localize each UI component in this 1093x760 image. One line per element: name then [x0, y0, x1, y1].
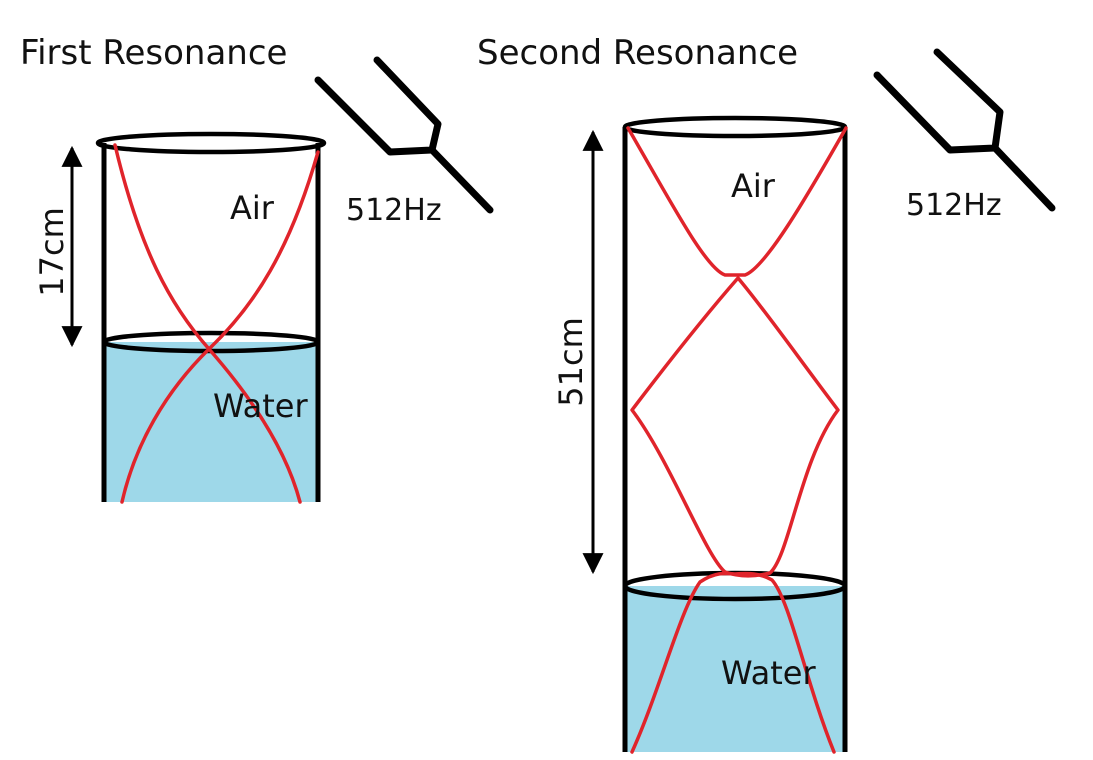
left-tube-rim — [95, 131, 327, 155]
left-wave-curve-2 — [120, 150, 320, 504]
left-air-label: Air — [230, 189, 275, 227]
left-tuning-fork-handle — [428, 146, 494, 214]
right-tuning-fork-handle — [991, 144, 1056, 212]
second-resonance-title: Second Resonance — [477, 33, 798, 73]
left-length-label: 17cm — [33, 207, 71, 296]
right-standing-wave — [626, 126, 848, 754]
right-wave-top-lobe — [626, 126, 848, 277]
left-tuning-fork-icon — [314, 56, 442, 156]
right-tuning-fork-icon — [873, 48, 1004, 154]
right-tube-rim — [622, 115, 848, 139]
right-wave-bottom-lobe — [630, 571, 836, 754]
second-resonance-panel: Second Resonance Air Water 51cm 512Hz — [477, 33, 1056, 754]
left-water-fill — [104, 342, 318, 502]
first-resonance-title: First Resonance — [20, 33, 287, 73]
left-frequency-label: 512Hz — [346, 193, 442, 228]
right-tube — [622, 115, 848, 752]
right-water-label: Water — [721, 654, 816, 692]
right-frequency-label: 512Hz — [906, 188, 1002, 223]
first-resonance-panel: First Resonance Air Water 17cm 512Hz — [20, 33, 494, 504]
right-wave-middle-lobe — [630, 276, 840, 578]
left-standing-wave — [113, 143, 320, 504]
right-length-label: 51cm — [552, 317, 590, 406]
left-tube — [95, 131, 327, 502]
right-air-label: Air — [731, 167, 776, 205]
left-water-label: Water — [213, 387, 308, 425]
